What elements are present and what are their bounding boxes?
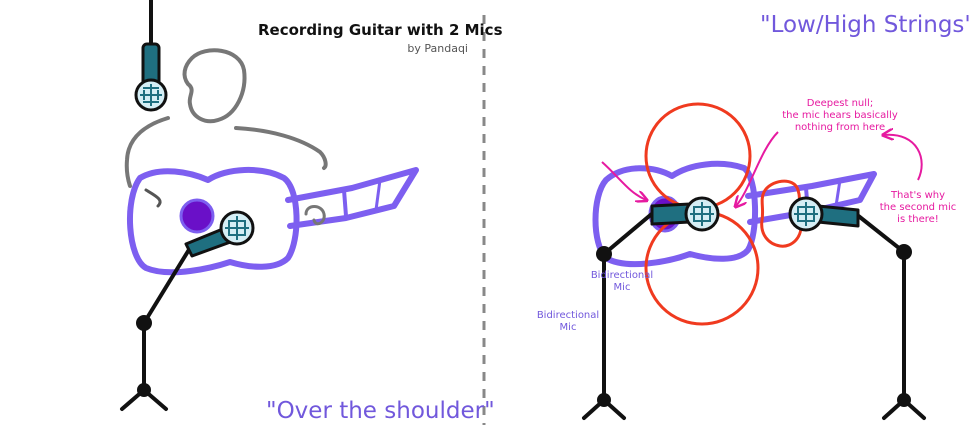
arrow-left-null xyxy=(601,161,646,200)
caption-low-high-strings: "Low/High Strings" xyxy=(760,12,970,38)
annotation-second-mic: That's why the second mic is there! xyxy=(872,190,964,226)
diagram-title: Recording Guitar with 2 Mics xyxy=(258,21,503,39)
annotation-second-mic-line-3: is there! xyxy=(897,214,939,225)
fretting-hand xyxy=(304,205,326,226)
person-head xyxy=(182,48,247,124)
right-panel-mic-1 xyxy=(650,196,720,232)
annotation-deepest-null: Deepest null; the mic hears basically no… xyxy=(770,98,910,134)
arrow-second-mic xyxy=(884,135,923,181)
mic-label-bidirectional-2: Bidirectional Mic xyxy=(526,310,610,334)
annotation-deepest-null-line-3: nothing from here xyxy=(794,122,886,133)
left-panel xyxy=(120,0,419,411)
right-panel-mic-2 xyxy=(788,196,860,232)
left-mic-stand xyxy=(120,246,192,411)
strumming-hand xyxy=(144,188,162,208)
guitar-body-left xyxy=(127,167,300,276)
mic-label-1-line-2: Mic xyxy=(613,282,631,293)
pickup-pattern-upper-lobe xyxy=(644,102,752,210)
caption-over-the-shoulder: "Over the shoulder" xyxy=(266,398,495,424)
sound-hole-left xyxy=(179,198,215,234)
author-byline: by Pandaqi xyxy=(407,42,468,55)
annotation-second-mic-line-1: That's why xyxy=(890,190,946,201)
mic-label-1-line-1: Bidirectional xyxy=(590,270,654,281)
right-panel-stand-1 xyxy=(582,210,656,420)
right-panel xyxy=(582,102,926,420)
right-panel-stand-2 xyxy=(854,212,926,420)
mic-label-bidirectional-1: Bidirectional Mic xyxy=(584,270,660,294)
mic-label-2-line-2: Mic xyxy=(559,322,577,333)
annotation-deepest-null-line-1: Deepest null; xyxy=(806,98,874,109)
guitar-neck-left xyxy=(285,167,419,229)
arrow-right-null xyxy=(736,131,779,206)
guitar-fret-right-2 xyxy=(834,179,842,207)
left-guitar-mic xyxy=(184,210,255,258)
guitar-fret-left xyxy=(342,189,348,217)
guitar-fret-left-2 xyxy=(374,179,382,211)
pickup-pattern-second-mic xyxy=(760,179,803,248)
annotation-second-mic-line-2: the second mic xyxy=(879,202,957,213)
annotation-deepest-null-line-2: the mic hears basically xyxy=(782,110,898,121)
overhead-mic xyxy=(134,42,168,112)
mic-label-2-line-1: Bidirectional xyxy=(536,310,600,321)
person-shoulders xyxy=(124,116,328,188)
